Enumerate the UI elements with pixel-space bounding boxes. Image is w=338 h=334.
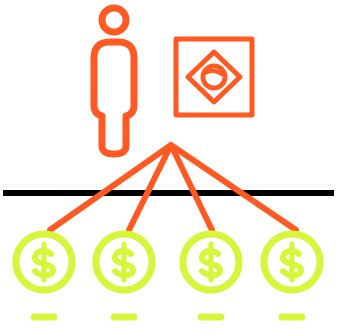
flag-frame [173,36,255,118]
flag-band [204,68,225,77]
coin-ring [260,230,324,294]
dollar-coin-icon-1 [12,230,76,321]
coin-ring [179,230,243,294]
coin-row [12,230,324,321]
person-icon [90,4,138,158]
dollar-coin-icon-3 [179,230,243,321]
branch-line-1 [47,142,174,233]
coin-ring [92,230,156,294]
branch-line-4 [168,142,299,233]
dollar-coin-icon-4 [260,230,324,321]
dollar-coin-icon-2 [92,230,156,321]
person-body [90,38,138,158]
flag-diamond [185,49,243,105]
coin-ring [12,230,76,294]
branch-line-3 [168,142,215,233]
branch-line-2 [126,142,174,233]
flag-globe [200,63,228,91]
brazil-flag-icon [173,36,255,118]
distribution-lines [47,142,299,233]
person-head [98,4,130,36]
